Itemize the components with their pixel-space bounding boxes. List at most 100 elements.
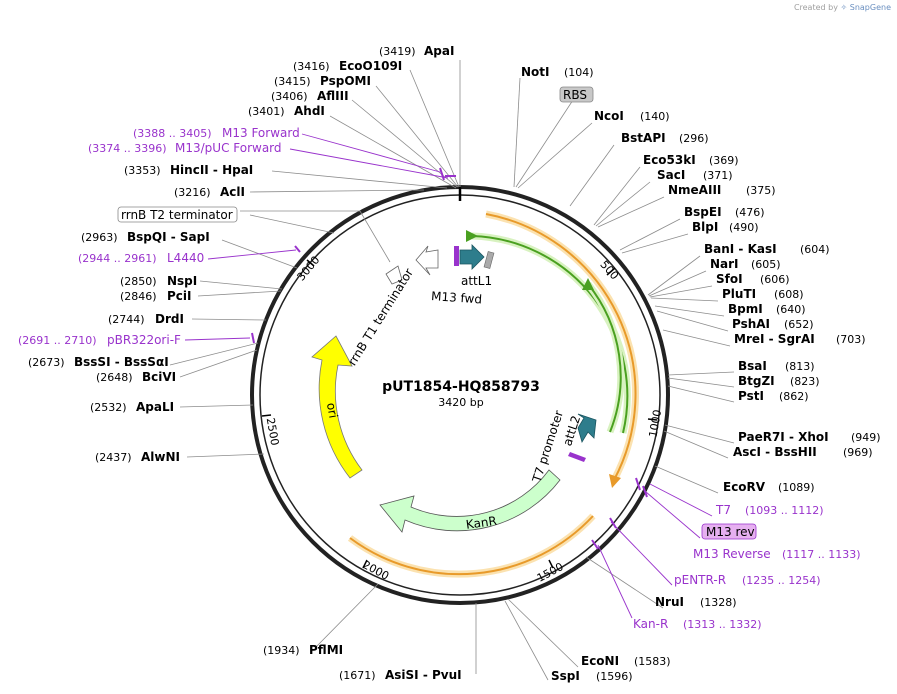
enzyme-position: (1583) bbox=[634, 655, 671, 668]
m13-rev-label: M13 rev bbox=[706, 525, 755, 539]
left-primer-leader-lines bbox=[184, 133, 456, 344]
primer-label: T7 bbox=[715, 503, 731, 517]
credit-brand: SnapGene bbox=[849, 3, 891, 12]
attl2-feature: attL2 T7 promoter bbox=[529, 409, 597, 485]
enzyme-label: NotI bbox=[521, 65, 550, 79]
enzyme-position: (1328) bbox=[700, 596, 737, 609]
enzyme-position: (3216) bbox=[174, 186, 211, 199]
enzyme-label: Eco53kI bbox=[643, 153, 696, 167]
enzyme-label: NruI bbox=[655, 595, 684, 609]
tick-label: 1000 bbox=[646, 409, 664, 439]
attl1-feature: attL1 M13 fwd bbox=[431, 244, 495, 307]
enzyme-position: (3353) bbox=[124, 164, 161, 177]
enzyme-label: EcoNI bbox=[581, 654, 619, 668]
primer-range: (3374 .. 3396) bbox=[88, 142, 167, 155]
enzyme-label: ApaLI bbox=[136, 400, 174, 414]
primer-range: (3388 .. 3405) bbox=[133, 127, 212, 140]
enzyme-position: (2673) bbox=[28, 356, 65, 369]
enzyme-label: DrdI bbox=[155, 312, 184, 326]
enzyme-position: (2437) bbox=[95, 451, 132, 464]
enzyme-label: PflMI bbox=[309, 643, 343, 657]
enzyme-position: (640) bbox=[776, 303, 806, 316]
enzyme-label: AhdI bbox=[294, 104, 325, 118]
enzyme-position: (823) bbox=[790, 375, 820, 388]
enzyme-position: (375) bbox=[746, 184, 776, 197]
enzyme-position: (104) bbox=[564, 66, 594, 79]
enzyme-label: HincII - HpaI bbox=[170, 163, 253, 177]
tick-marks bbox=[261, 259, 658, 569]
primer-label: M13/pUC Forward bbox=[175, 141, 282, 155]
rbs-label: RBS bbox=[563, 88, 587, 102]
enzyme-label: SspI bbox=[551, 669, 580, 683]
primer-label: Kan-R bbox=[633, 617, 668, 631]
enzyme-label: BsaI bbox=[738, 359, 767, 373]
enzyme-position: (605) bbox=[751, 258, 781, 271]
enzyme-position: (3401) bbox=[248, 105, 285, 118]
enzyme-position: (3406) bbox=[271, 90, 308, 103]
primer-label: pENTR-R bbox=[674, 573, 726, 587]
enzyme-label: NspI bbox=[167, 274, 197, 288]
m13-fwd-label: M13 fwd bbox=[431, 289, 483, 307]
primer-range: (1117 .. 1133) bbox=[782, 548, 861, 561]
enzyme-position: (813) bbox=[785, 360, 815, 373]
enzyme-label: PspOMI bbox=[320, 74, 371, 88]
backbone bbox=[250, 185, 670, 605]
enzyme-label: AscI - BssHII bbox=[733, 445, 817, 459]
enzyme-label: PciI bbox=[167, 289, 192, 303]
enzyme-position: (949) bbox=[851, 431, 881, 444]
kanr-feature: KanR bbox=[379, 469, 561, 533]
primer-range: (1093 .. 1112) bbox=[745, 504, 824, 517]
m13-rev-box bbox=[701, 523, 757, 540]
enzyme-position: (2846) bbox=[120, 290, 157, 303]
enzyme-position: (608) bbox=[774, 288, 804, 301]
attl1-label: attL1 bbox=[461, 274, 492, 288]
enzyme-label: SfoI bbox=[716, 272, 743, 286]
right-primer-leader-lines bbox=[591, 477, 713, 619]
left-primer-labels: (3388 .. 3405) M13 Forward (3374 .. 3396… bbox=[18, 126, 300, 347]
enzyme-label: ApaI bbox=[424, 44, 454, 58]
enzyme-label: BssSI - BssSαI bbox=[74, 355, 169, 369]
orange-arc-arrowhead bbox=[609, 474, 621, 488]
enzyme-label: BciVI bbox=[142, 370, 176, 384]
enzyme-position: (703) bbox=[836, 333, 866, 346]
snapgene-logo-icon: ✧ bbox=[840, 3, 848, 12]
green-arc-arrowhead bbox=[466, 230, 478, 242]
enzyme-label: BpmI bbox=[728, 302, 763, 316]
primer-label: M13 Forward bbox=[222, 126, 300, 140]
enzyme-position: (969) bbox=[843, 446, 873, 459]
right-primer-labels: T7 (1093 .. 1112) M13 rev M13 Reverse (1… bbox=[633, 503, 861, 631]
enzyme-position: (606) bbox=[760, 273, 790, 286]
primer-label: pBR322ori-F bbox=[107, 333, 181, 347]
enzyme-position: (2744) bbox=[108, 313, 145, 326]
enzyme-label: SacI bbox=[657, 168, 685, 182]
enzyme-position: (371) bbox=[703, 169, 733, 182]
enzyme-position: (1671) bbox=[339, 669, 376, 682]
enzyme-position: (1596) bbox=[596, 670, 633, 683]
enzyme-label: NmeAIII bbox=[668, 183, 721, 197]
ori-feature: ori bbox=[311, 335, 363, 479]
credit-prefix: Created by bbox=[793, 3, 838, 12]
enzyme-position: (490) bbox=[729, 221, 759, 234]
enzyme-label: AflIII bbox=[317, 89, 349, 103]
enzyme-position: (3419) bbox=[379, 45, 416, 58]
rbs-box bbox=[559, 86, 594, 103]
rrnb-t1-label: rrnB T1 terminator bbox=[345, 266, 416, 368]
enzyme-position: (296) bbox=[679, 132, 709, 145]
enzyme-label: BtgZI bbox=[738, 374, 775, 388]
enzyme-position: (2850) bbox=[120, 275, 157, 288]
primer-range: (1313 .. 1332) bbox=[683, 618, 762, 631]
right-leader-lines bbox=[504, 77, 735, 681]
snapgene-credit: Created by ✧ SnapGene bbox=[794, 3, 891, 12]
plasmid-name: pUT1854-HQ858793 bbox=[382, 379, 540, 395]
enzyme-label: MreI - SgrAI bbox=[734, 332, 815, 346]
enzyme-position: (3416) bbox=[293, 60, 330, 73]
enzyme-position: (2648) bbox=[96, 371, 133, 384]
enzyme-label: BstAPI bbox=[621, 131, 666, 145]
enzyme-position: (1934) bbox=[263, 644, 300, 657]
primer-range: (1235 .. 1254) bbox=[742, 574, 821, 587]
enzyme-position: (369) bbox=[709, 154, 739, 167]
primer-label: L4440 bbox=[167, 251, 204, 265]
enzyme-position: (652) bbox=[784, 318, 814, 331]
rrnb-t2-box bbox=[117, 206, 238, 223]
